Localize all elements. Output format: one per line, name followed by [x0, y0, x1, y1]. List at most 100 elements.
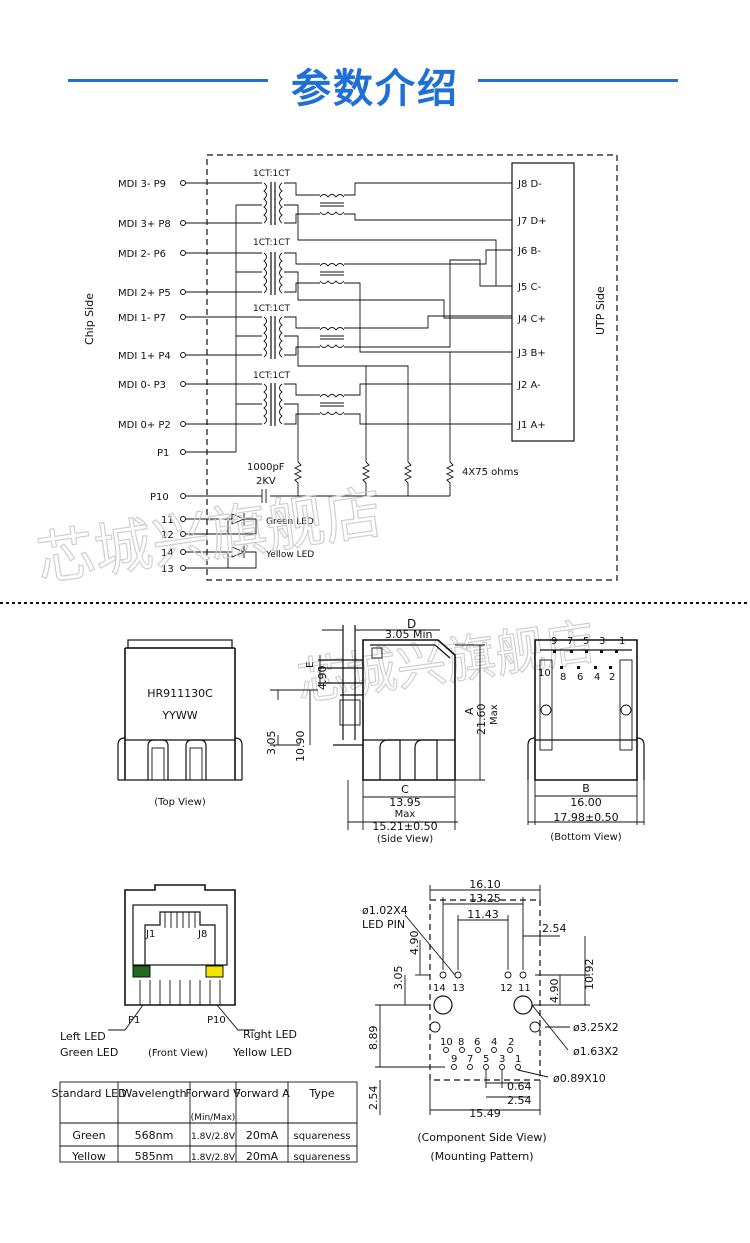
pin-number: 9: [451, 1054, 457, 1065]
dim-value: 8.89: [367, 1026, 380, 1051]
led-pin-callout: ø1.02X4: [362, 904, 408, 917]
transformer-label: 1CT:1CT: [253, 304, 291, 314]
table-cell: 1.8V/2.8V: [191, 1153, 236, 1163]
pin-number: 7: [467, 1054, 473, 1065]
pin-label: 11: [161, 515, 174, 526]
utp-pin-label: J6 B-: [517, 246, 541, 257]
table-header: Forward A: [234, 1087, 290, 1100]
dim-value: 3.05: [392, 966, 405, 991]
led-pin-number: 12: [500, 983, 513, 994]
side-view-caption: (Side View): [377, 834, 433, 845]
pin-number: 4: [491, 1037, 497, 1048]
utp-pin-label: J3 B+: [517, 348, 546, 359]
table-header: Standard LED: [51, 1087, 126, 1100]
left-led-label: Left LED: [60, 1030, 106, 1043]
pin-label: MDI 3+ P8: [118, 219, 171, 230]
dim-value: 13.95: [389, 796, 421, 809]
table-subheader: (Min/Max): [191, 1113, 236, 1123]
right-led-label: Right LED: [243, 1028, 297, 1041]
pin-number: 3: [599, 636, 605, 647]
dim-value: 2.54: [542, 922, 567, 935]
dim-value: 4.90: [408, 931, 421, 956]
led-pin-callout: LED PIN: [362, 918, 405, 931]
pin-label: P1: [157, 448, 169, 459]
pin-label: MDI 0+ P2: [118, 420, 171, 431]
dim-value: 0.64: [507, 1080, 532, 1093]
table-cell: Green: [72, 1129, 105, 1142]
pin-label: MDI 1- P7: [118, 313, 166, 324]
dim-value: 4.90: [316, 666, 329, 691]
dim-label: B: [582, 782, 590, 795]
dim-value: 17.98±0.50: [553, 811, 618, 824]
pin-number: 6: [474, 1037, 480, 1048]
utp-pin-label: J8 D-: [517, 179, 542, 190]
pin-number: 10: [440, 1037, 453, 1048]
dim-value: 4.90: [548, 979, 561, 1004]
transformer-label: 1CT:1CT: [253, 169, 291, 179]
mounting-caption: (Component Side View): [417, 1131, 546, 1144]
table-cell: 20mA: [246, 1129, 279, 1142]
schematic: Chip Side UTP Side MDI 3- P9 MDI 3+ P8 M…: [83, 154, 618, 581]
dim-value: 21.60: [475, 704, 488, 736]
pin-number: 7: [567, 636, 573, 647]
pin-number: 8: [458, 1037, 464, 1048]
table-cell: squareness: [294, 1131, 351, 1142]
pin-number: 2: [508, 1037, 514, 1048]
utp-connector: [511, 162, 575, 442]
dim-label: A: [463, 707, 476, 715]
dim-max: Max: [395, 809, 416, 820]
dim-value: 2.54: [507, 1094, 532, 1107]
capacitor-voltage-label: 2KV: [256, 476, 276, 487]
pin-number: 10: [538, 668, 551, 679]
transformer-label: 1CT:1CT: [253, 371, 291, 381]
bottom-view: 9 7 5 3 1 10 8 6 4 2 B 16.00 17.98±0.50 …: [527, 636, 645, 843]
dim-value: 11.43: [467, 908, 499, 921]
dim-value: 2.54: [367, 1086, 380, 1111]
utp-pin-label: J5 C-: [517, 282, 541, 293]
hole-callout: ø0.89X10: [553, 1072, 606, 1085]
table-cell: 1.8V/2.8V: [191, 1132, 236, 1142]
dim-value: 10.92: [583, 959, 596, 991]
left-led-color: Green LED: [60, 1046, 118, 1059]
table-header: Wavelength: [121, 1087, 186, 1100]
led-pin-number: 14: [433, 983, 446, 994]
utp-pin-label: J4 C+: [517, 314, 546, 325]
dim-value: 3.05 Min: [385, 628, 433, 641]
led-pin-number: 13: [452, 983, 465, 994]
right-led-color: Yellow LED: [232, 1046, 292, 1059]
dim-value: 15.49: [469, 1107, 501, 1120]
watermark: 芯城兴旗舰店: [294, 613, 599, 712]
green-led-indicator: [132, 965, 151, 978]
table-cell: 585nm: [135, 1150, 174, 1163]
title-line-left: [68, 79, 268, 82]
top-view-caption: (Top View): [154, 797, 206, 808]
front-view-caption: (Front View): [148, 1048, 208, 1059]
utp-pin-label: J7 D+: [517, 216, 547, 227]
hole-callout: ø1.63X2: [573, 1045, 619, 1058]
green-led-label: Green LED: [266, 517, 314, 527]
led-circuits: [186, 513, 257, 569]
yellow-led-label: Yellow LED: [265, 550, 314, 560]
pin-number: 3: [499, 1054, 505, 1065]
mounting-pattern: 14 13 12 11 10 8 6 4 2 9 7 5 3 1: [362, 878, 619, 1163]
utp-pin-label: J1 A+: [517, 420, 546, 431]
chip-side-label: Chip Side: [83, 293, 96, 345]
pin-label: MDI 2+ P5: [118, 288, 171, 299]
dim-value: 15.21±0.50: [372, 820, 437, 833]
pin-number: 1: [619, 636, 625, 647]
j8-label: J8: [197, 929, 207, 940]
dim-value: 16.10: [469, 878, 501, 891]
bottom-view-caption: (Bottom View): [550, 832, 621, 843]
dim-value: 13.25: [469, 892, 501, 905]
watermark: 芯城兴旗舰店: [32, 478, 386, 594]
pin-number: 8: [560, 672, 566, 683]
side-view: D 3.05 Min E 4.90 3.05 10.90 A 21.60 Max…: [265, 617, 500, 845]
part-number: HR911130C: [147, 687, 213, 700]
dim-label: D: [407, 617, 416, 631]
p10-label: P10: [207, 1015, 226, 1026]
pin-label: 13: [161, 564, 174, 575]
utp-pin-label: J2 A-: [517, 380, 541, 391]
table-header: Type: [308, 1087, 334, 1100]
dim-label: C: [401, 783, 409, 796]
